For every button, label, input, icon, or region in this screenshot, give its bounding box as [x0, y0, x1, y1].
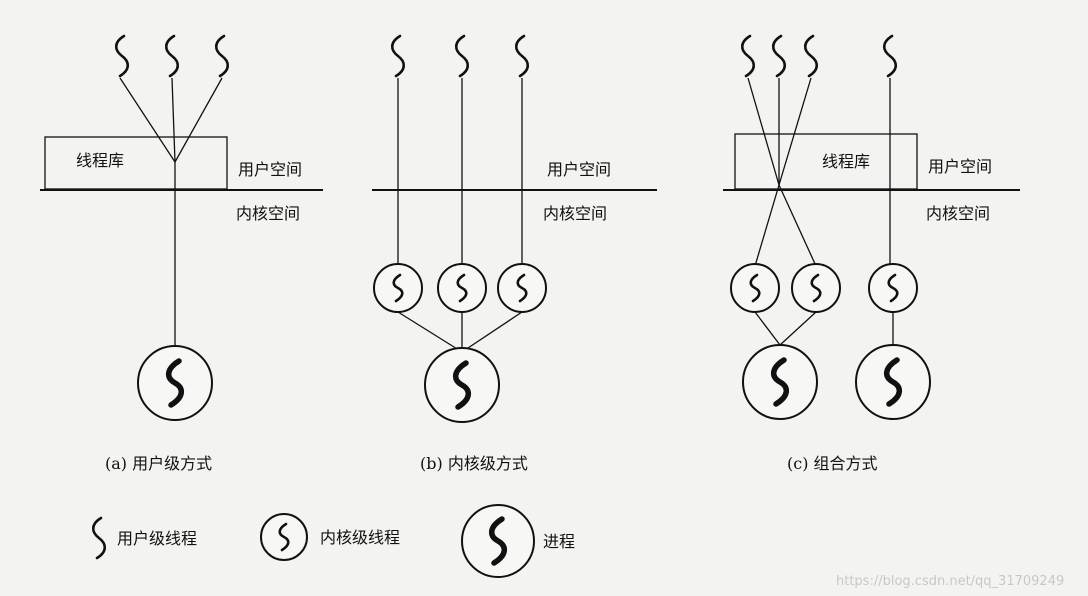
user-thread-icon — [91, 516, 107, 560]
kernel-space-label: 内核空间 — [236, 204, 300, 223]
user-space-label: 用户空间 — [928, 157, 992, 176]
panel-b-kernel-level: 用户空间 内核空间 (b) 内核级方式 — [372, 34, 657, 473]
user-space-label: 用户空间 — [238, 160, 302, 179]
process-icon — [742, 344, 931, 420]
kernel-space-label: 内核空间 — [543, 204, 607, 223]
kernel-thread-icon — [373, 263, 547, 313]
thread-library-box — [44, 136, 228, 190]
caption-a: (a) 用户级方式 — [105, 454, 212, 473]
user-thread-icon — [390, 34, 530, 78]
process-icon — [424, 347, 500, 423]
thread-library-label: 线程库 — [76, 151, 124, 170]
user-thread-icon — [114, 34, 230, 78]
legend-user-thread-label: 用户级线程 — [117, 529, 197, 548]
caption-c: (c) 组合方式 — [787, 454, 878, 473]
caption-b: (b) 内核级方式 — [420, 454, 528, 473]
legend-kernel-thread: 内核级线程 — [260, 513, 400, 561]
kernel-thread-icon — [730, 263, 918, 313]
user-space-label: 用户空间 — [547, 160, 611, 179]
process-icon — [137, 345, 213, 421]
process-icon — [461, 504, 535, 578]
user-thread-icon — [740, 34, 898, 78]
panel-c-combined: 线程库 用户空间 内核空间 (c) 组合方式 — [723, 34, 1020, 473]
legend-user-thread: 用户级线程 — [91, 516, 197, 560]
kernel-thread-icon — [260, 513, 308, 561]
watermark: https://blog.csdn.net/qq_31709249 — [836, 574, 1064, 589]
kernel-space-label: 内核空间 — [926, 204, 990, 223]
thread-library-label: 线程库 — [822, 152, 870, 171]
legend: 用户级线程 内核级线程 进程 — [91, 504, 575, 578]
legend-process-label: 进程 — [543, 532, 575, 551]
legend-kernel-thread-label: 内核级线程 — [320, 528, 400, 547]
legend-process: 进程 — [461, 504, 575, 578]
panel-a-user-level: 线程库 用户空间 内核空间 (a) 用户级方式 — [40, 34, 323, 473]
